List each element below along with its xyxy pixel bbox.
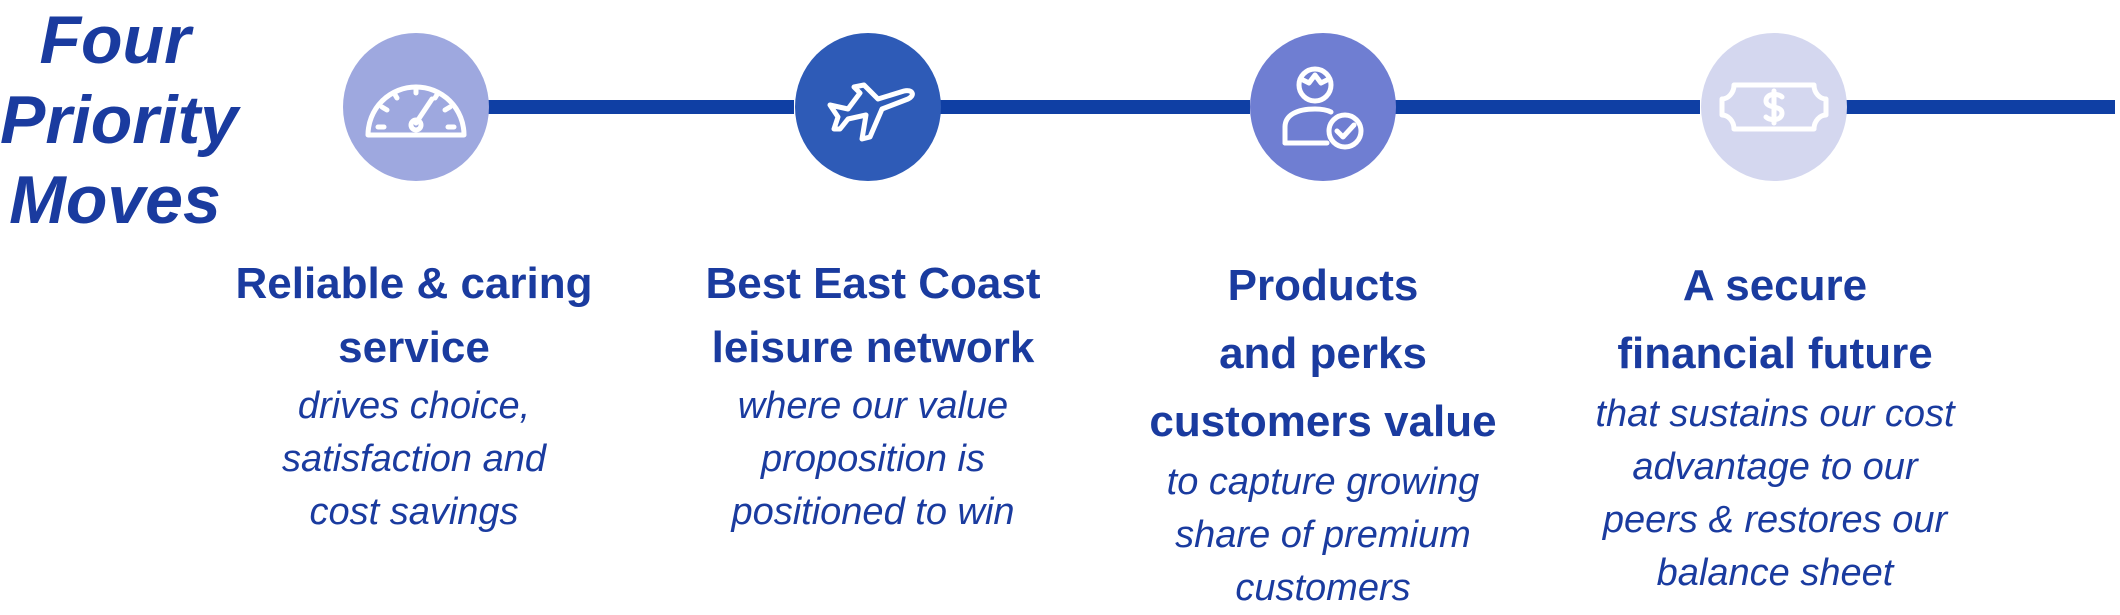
description-line: customers	[1235, 567, 1411, 609]
dollar-bill-icon	[1719, 82, 1829, 132]
move-1-text: Reliable & caring service drives choice,…	[184, 252, 644, 539]
connector-line	[938, 100, 1250, 114]
move-heading: Reliable & caring service	[184, 252, 644, 380]
move-2-text: Best East Coast leisure network where ou…	[643, 252, 1103, 539]
heading-line: service	[338, 323, 490, 372]
heading-line: Best East Coast	[705, 259, 1041, 308]
description-line: that sustains our cost	[1595, 393, 1955, 435]
description-line: share of premium	[1175, 514, 1471, 556]
description-line: satisfaction and	[281, 438, 547, 480]
move-4-text: A secure financial future that sustains …	[1545, 252, 2005, 600]
move-heading: Best East Coast leisure network	[643, 252, 1103, 380]
move-description: where our value proposition is positione…	[643, 380, 1103, 539]
description-line: balance sheet	[1656, 552, 1894, 594]
heading-line: financial future	[1617, 329, 1933, 378]
move-3-circle	[1250, 33, 1396, 181]
description-line: where our value	[737, 385, 1009, 427]
move-description: that sustains our cost advantage to our …	[1545, 388, 2005, 600]
move-heading: A secure financial future	[1545, 252, 2005, 388]
connector-line	[1393, 100, 1700, 114]
airplane-icon	[827, 82, 915, 142]
title-line: Priority	[0, 82, 239, 158]
heading-line: customers value	[1149, 397, 1497, 446]
move-description: drives choice, satisfaction and cost sav…	[184, 380, 644, 539]
description-line: cost savings	[309, 491, 519, 533]
speedometer-icon	[365, 84, 467, 138]
move-3-text: Products and perks customers value to ca…	[1093, 252, 1553, 615]
description-line: positioned to win	[731, 491, 1015, 533]
move-heading: Products and perks customers value	[1093, 252, 1553, 456]
customer-check-icon	[1282, 66, 1364, 150]
heading-line: Products	[1227, 261, 1419, 310]
heading-line: and perks	[1219, 329, 1427, 378]
description-line: drives choice,	[297, 385, 531, 427]
description-line: advantage to our	[1632, 446, 1918, 488]
move-4-circle	[1701, 33, 1847, 181]
move-2-circle	[795, 33, 941, 181]
heading-line: leisure network	[711, 323, 1035, 372]
description-line: proposition is	[761, 438, 985, 480]
heading-line: A secure	[1682, 261, 1868, 310]
title-line: Moves	[9, 162, 221, 238]
move-description: to capture growing share of premium cust…	[1093, 456, 1553, 615]
connector-line	[487, 100, 794, 114]
connector-line	[1845, 100, 2115, 114]
heading-line: Reliable & caring	[235, 259, 593, 308]
description-line: peers & restores our	[1602, 499, 1948, 541]
move-1-circle	[343, 33, 489, 181]
diagram-title: Four Priority Moves	[0, 0, 239, 240]
title-line: Four	[39, 2, 191, 78]
description-line: to capture growing	[1166, 461, 1480, 503]
